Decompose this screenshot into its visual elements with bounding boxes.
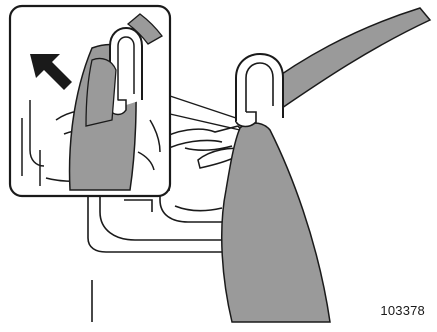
belt-lower-strap bbox=[222, 123, 330, 322]
callout-connector bbox=[170, 96, 240, 130]
belt-guide-hook bbox=[236, 54, 283, 127]
inset-detail-box bbox=[10, 6, 170, 196]
figure-number: 103378 bbox=[380, 303, 425, 318]
belt-upper-strap bbox=[262, 8, 430, 108]
